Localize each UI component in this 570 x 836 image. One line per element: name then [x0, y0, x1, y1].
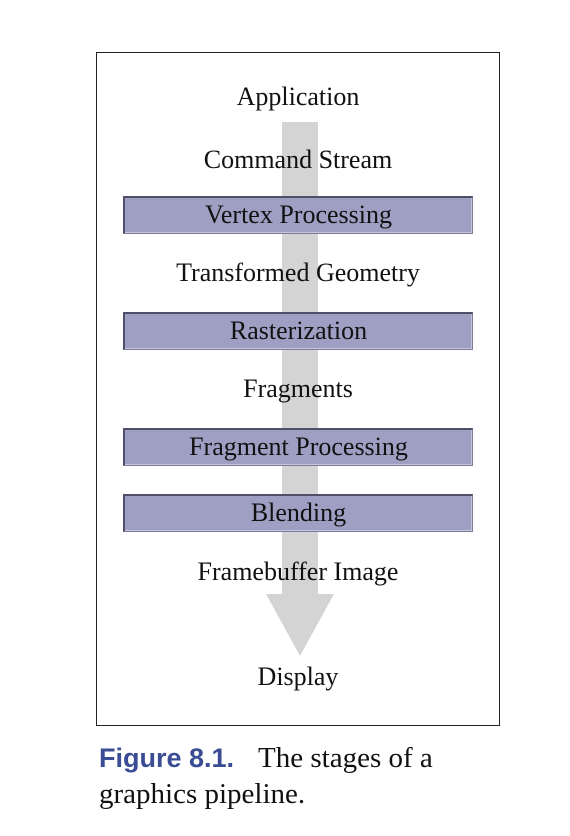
label-command-stream: Command Stream — [203, 145, 393, 174]
stage-vertex-processing: Vertex Processing — [123, 196, 473, 234]
label-application: Application — [236, 82, 360, 111]
stage-fragment-processing: Fragment Processing — [123, 428, 473, 466]
diagram-frame — [96, 52, 500, 726]
figure-caption: Figure 8.1.The stages of a graphics pipe… — [99, 740, 509, 812]
label-framebuffer-image: Framebuffer Image — [197, 557, 399, 586]
figure-caption-text: The stages of a graphics pipeline. — [99, 742, 433, 810]
label-fragments: Fragments — [243, 374, 353, 403]
figure-caption-label: Figure 8.1. — [99, 743, 235, 773]
label-transformed-geometry: Transformed Geometry — [176, 258, 420, 287]
label-display: Display — [257, 662, 339, 691]
stage-blending: Blending — [123, 494, 473, 532]
stage-rasterization: Rasterization — [123, 312, 473, 350]
